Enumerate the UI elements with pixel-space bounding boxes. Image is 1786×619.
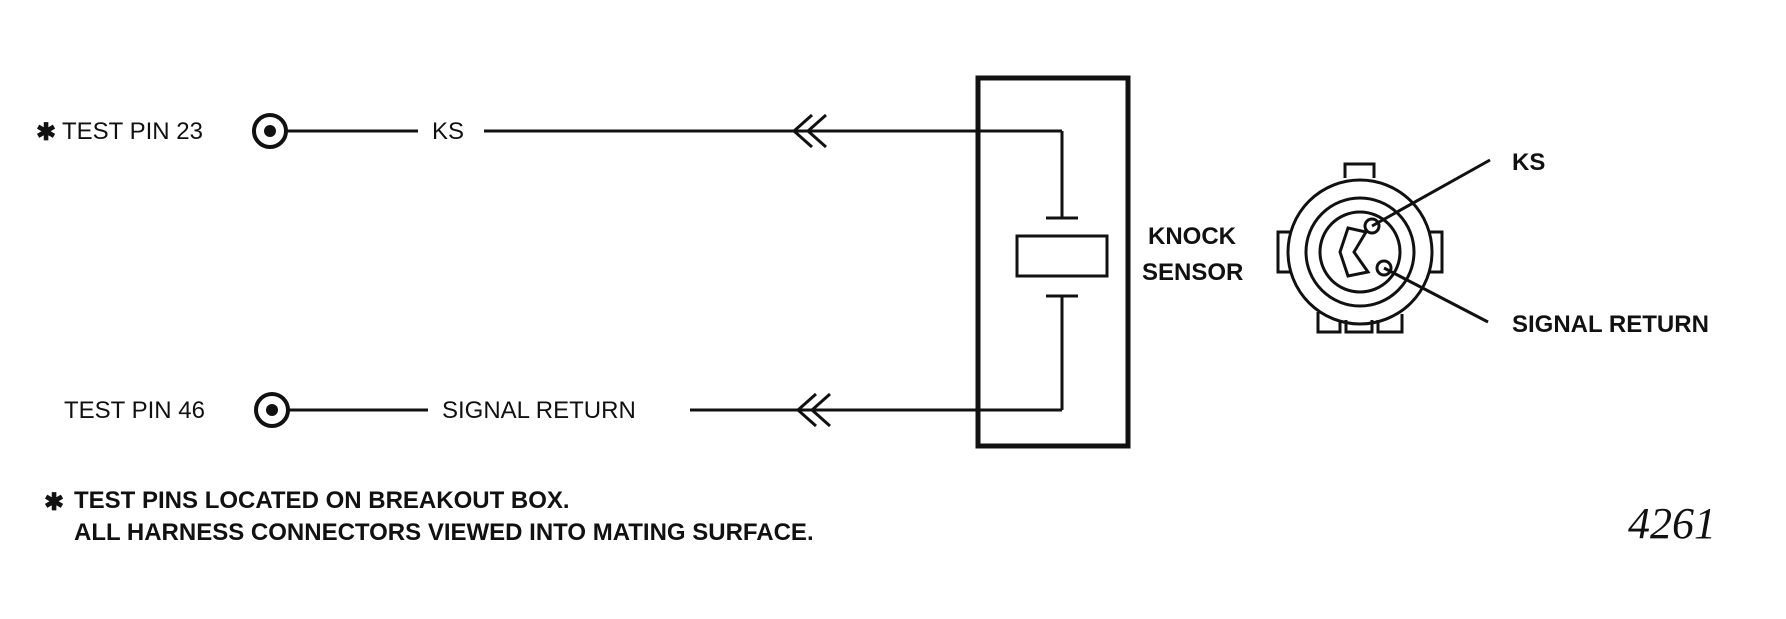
return-wire-label: SIGNAL RETURN — [442, 397, 636, 424]
pin46-terminal-icon — [254, 392, 290, 428]
sensor-name-line1: KNOCK — [1148, 223, 1237, 250]
sensor-connector-face-icon — [1276, 162, 1444, 334]
pin23-label: TEST PIN 23 — [62, 118, 203, 145]
note-asterisk: ✱ — [44, 489, 64, 516]
return-callout-line — [1383, 266, 1489, 324]
sensor-name-line2: SENSOR — [1142, 259, 1243, 286]
pin23-terminal-icon — [252, 113, 288, 149]
sensor-return-callout: SIGNAL RETURN — [1512, 311, 1709, 338]
knock-sensor-box — [975, 75, 1131, 449]
piezo-element-icon — [1015, 131, 1109, 410]
note-line1: TEST PINS LOCATED ON BREAKOUT BOX. — [74, 487, 570, 514]
ks-wire-label: KS — [432, 118, 464, 145]
ks-connector-icon — [791, 113, 827, 149]
note-line2: ALL HARNESS CONNECTORS VIEWED INTO MATIN… — [74, 519, 814, 546]
figure-number: 4261 — [1628, 499, 1716, 548]
pin23-asterisk: ✱ — [36, 119, 56, 146]
ks-callout-line — [1371, 158, 1491, 228]
pin46-label: TEST PIN 46 — [64, 397, 205, 424]
sensor-ks-callout: KS — [1512, 149, 1545, 176]
return-connector-icon — [795, 392, 831, 428]
